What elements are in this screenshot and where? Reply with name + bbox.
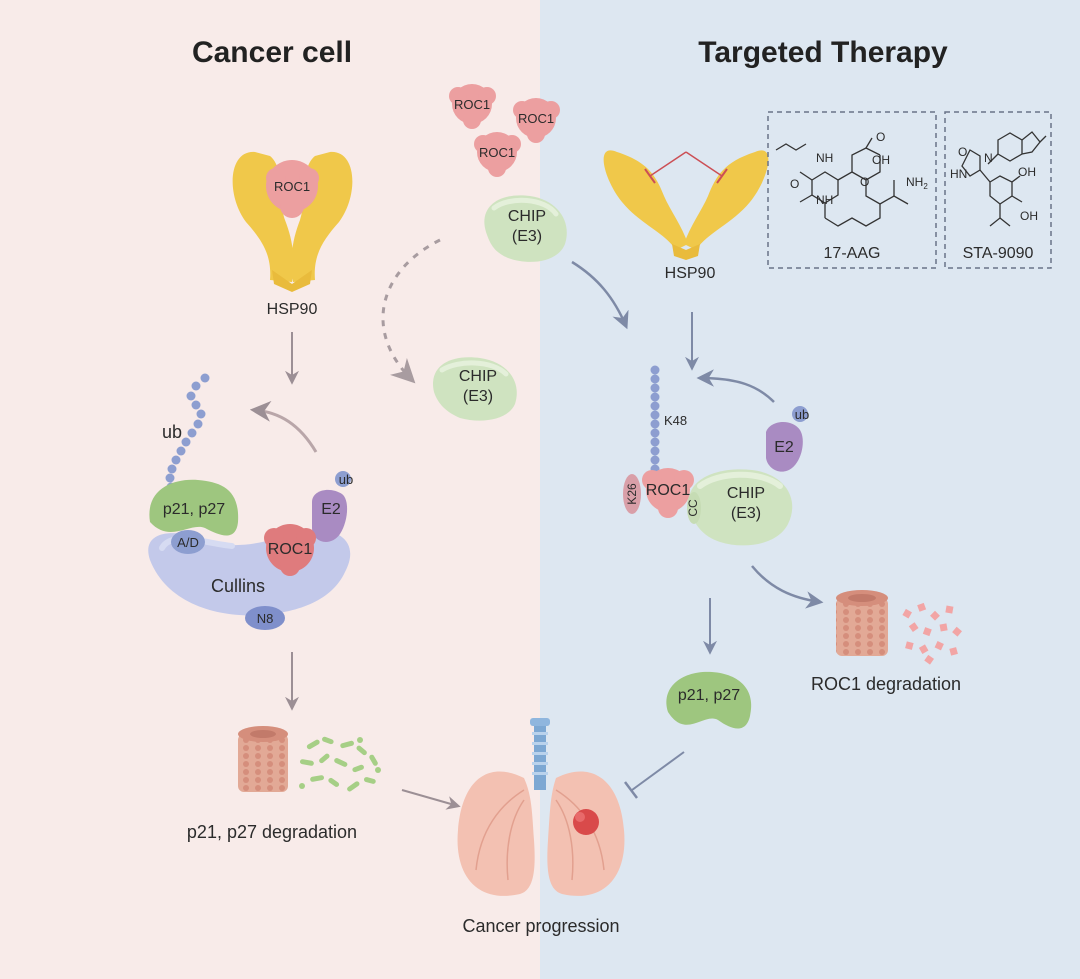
free-roc1-group: ROC1 ROC1 ROC1 (449, 84, 560, 177)
arrow-chip-to-right (571, 260, 629, 330)
ad-label: A/D (177, 535, 199, 550)
p21-p27-degradation-label: p21, p27 degradation (187, 822, 357, 842)
lungs-illustration (457, 718, 625, 896)
roc1-label-left-hsp: ROC1 (274, 179, 310, 194)
chip-e3-top: CHIP (E3) (484, 195, 567, 262)
nh-label-17aag: NH (816, 151, 833, 165)
label-sta9090: STA-9090 (963, 245, 1034, 262)
hsp90-inhibited (603, 150, 769, 260)
oh-label-17aag: OH (872, 153, 890, 167)
o-label-17aag-2: O (876, 130, 885, 144)
arrow-degradation-to-progression (401, 789, 461, 810)
inhibition-line-progression (624, 751, 685, 799)
cancer-progression-label: Cancer progression (462, 916, 619, 936)
e2-label-left: E2 (321, 501, 341, 518)
roc1-chip-complex: CHIP (E3) K26 ROC1 CC E2 ub (623, 406, 809, 546)
inhibitor-box-17aag (767, 111, 937, 269)
proteasome-right (836, 590, 888, 656)
title-targeted-therapy: Targeted Therapy (698, 36, 948, 69)
k48-ubiquitin-chain (650, 365, 660, 474)
n8-label: N8 (257, 611, 274, 626)
oh-label-sta9090-1: OH (1018, 165, 1036, 179)
chip-label-center: CHIP (459, 368, 497, 385)
free-roc1-label-1: ROC1 (454, 97, 490, 112)
tumor (573, 809, 599, 835)
p21-p27-label-right: p21, p27 (678, 687, 740, 704)
free-roc1-3: ROC1 (474, 132, 521, 177)
ub-label-e2-left: ub (339, 472, 353, 487)
hsp90-label-left: HSP90 (267, 301, 318, 318)
structure-17aag (775, 137, 909, 227)
nh2-label-17aag: NH2 (906, 175, 928, 191)
arrow-to-roc1-degradation (751, 565, 824, 609)
dashed-arrow-chip (381, 238, 441, 384)
roc1-label-cullin: ROC1 (268, 541, 313, 558)
hsp90-roc1-complex: ROC1 (232, 151, 353, 292)
free-roc1-1: ROC1 (449, 84, 496, 129)
cc-label: CC (686, 499, 700, 517)
e3-label-right: (E3) (731, 505, 761, 522)
arrow-ubiquitination-left (249, 400, 318, 453)
nh-label-17aag-2: NH (816, 193, 833, 207)
o-label-sta9090: O (958, 145, 967, 159)
hsp90-label-right: HSP90 (665, 265, 716, 282)
chip-label-top: CHIP (508, 208, 546, 225)
free-roc1-2: ROC1 (513, 98, 560, 143)
chip-e3-center: CHIP (E3) (433, 357, 517, 421)
ub-label-e2-right: ub (795, 407, 809, 422)
cullins-complex: N8 Cullins p21, p27 A/D E2 ub ROC1 (148, 471, 353, 630)
e3-label-top: (E3) (512, 228, 542, 245)
k48-label: K48 (664, 413, 687, 428)
proteasome-left (238, 726, 288, 792)
hn-label-sta9090: HN (950, 167, 967, 181)
ub-label-left: ub (162, 422, 182, 442)
cullins-label: Cullins (211, 576, 265, 596)
free-roc1-label-2: ROC1 (518, 111, 554, 126)
o-label-17aag-3: O (860, 175, 869, 189)
roc1-degradation-label: ROC1 degradation (811, 674, 961, 694)
oh-label-sta9090-2: OH (1020, 209, 1038, 223)
inhibitor-box-sta9090 (944, 111, 1052, 269)
p21-p27-label-left: p21, p27 (163, 501, 225, 518)
degraded-fragments-green (299, 736, 381, 792)
structure-sta9090 (961, 131, 1047, 227)
e3-label-center: (E3) (463, 388, 493, 405)
label-17aag: 17-AAG (824, 245, 881, 262)
arrow-ubiquitination-right (696, 369, 775, 403)
e2-label-right: E2 (774, 439, 794, 456)
o-label-17aag-1: O (790, 177, 799, 191)
n-label-sta9090: N (984, 151, 993, 165)
free-roc1-label-3: ROC1 (479, 145, 515, 160)
p21-p27-stabilized: p21, p27 (666, 671, 752, 729)
chip-label-right: CHIP (727, 485, 765, 502)
degraded-fragments-pink (902, 602, 962, 665)
roc1-label-right: ROC1 (646, 482, 691, 499)
k26-label: K26 (625, 483, 639, 505)
title-cancer-cell: Cancer cell (192, 36, 352, 69)
